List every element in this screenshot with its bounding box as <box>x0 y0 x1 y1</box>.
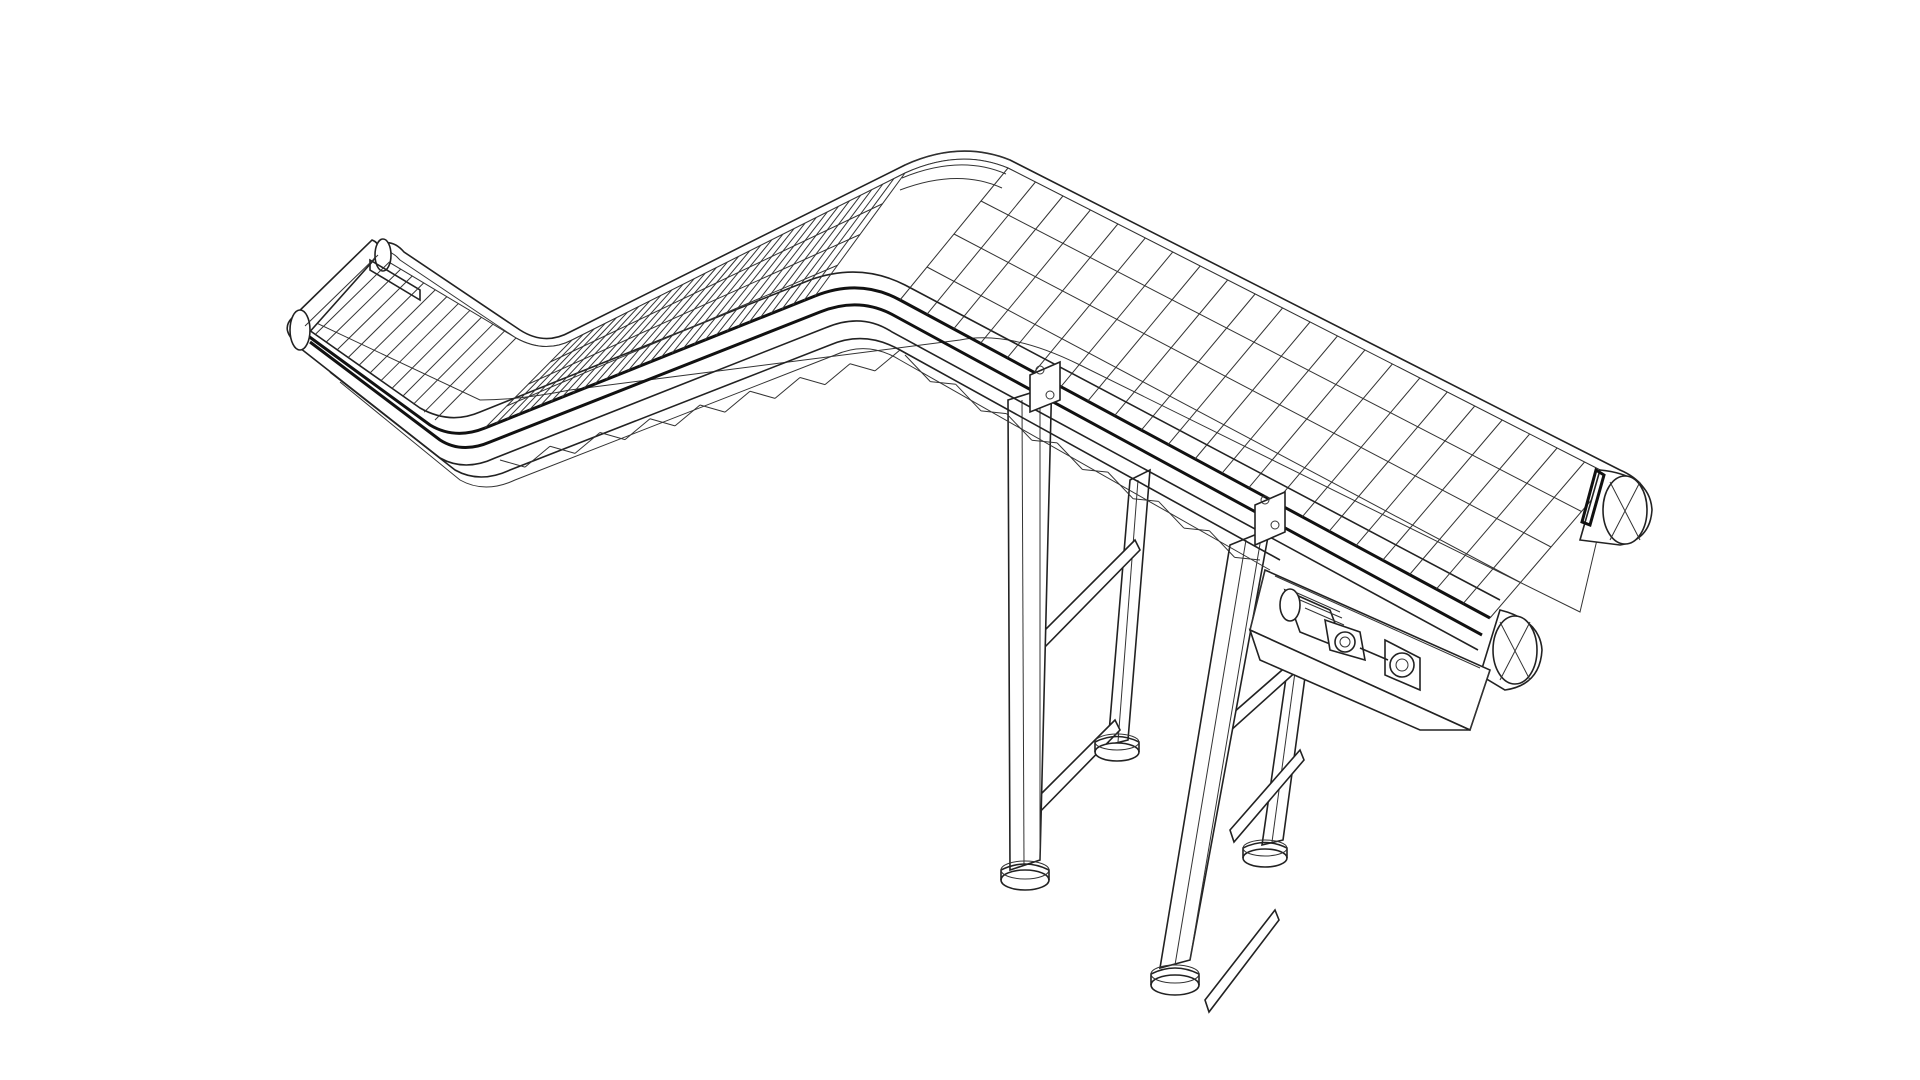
truss-member <box>1234 556 1261 561</box>
belt-lane-line <box>926 266 1521 583</box>
truss-member <box>749 390 776 399</box>
truss-member <box>674 404 701 427</box>
belt-lane-line <box>550 203 883 363</box>
belt-slat <box>434 337 517 421</box>
truss-member <box>1133 498 1159 502</box>
truss-member <box>549 445 576 454</box>
truss-member <box>930 381 956 385</box>
truss-member <box>1183 527 1210 532</box>
belt-lane-line <box>506 264 838 407</box>
belt-lane-line <box>528 234 861 385</box>
belt-slat <box>315 261 390 335</box>
bracket-front-2 <box>1254 490 1286 547</box>
foot-pad-1 <box>1000 860 1050 891</box>
truss-member <box>1208 530 1236 558</box>
truss-member <box>599 432 626 441</box>
truss-member <box>1082 469 1108 473</box>
truss-member <box>1056 442 1083 470</box>
truss-member <box>824 363 851 386</box>
belt-slat <box>304 254 379 327</box>
truss-member <box>904 354 931 382</box>
near-side-rail <box>291 271 1501 601</box>
belt-slat <box>402 316 482 397</box>
infeed-side-guard <box>369 258 421 302</box>
belt-lane-line <box>980 200 1582 512</box>
truss-member <box>499 459 526 468</box>
support-leg-rear-1 <box>1107 468 1151 747</box>
truss-member <box>1006 413 1033 441</box>
belt-slat <box>380 303 459 382</box>
incline-slats <box>484 172 906 429</box>
conveyor-body <box>286 150 1653 732</box>
top-section-slats <box>899 167 1613 619</box>
truss-member <box>955 383 982 412</box>
foot-pad-3 <box>1150 964 1200 996</box>
belt-slat <box>347 282 425 358</box>
belt-slat <box>369 296 448 374</box>
upper-bend <box>899 150 1011 191</box>
truss-member <box>981 410 1007 415</box>
gear-motor <box>1279 588 1421 692</box>
truss-member <box>649 418 676 427</box>
belt-surface <box>309 158 1613 613</box>
truss-member <box>724 390 751 413</box>
leg-brackets <box>1029 360 1286 547</box>
truss-member <box>1158 501 1185 529</box>
truss-member <box>624 418 651 441</box>
truss-member <box>574 432 601 454</box>
truss-member <box>699 404 726 413</box>
side-frame-truss <box>329 337 1281 571</box>
support-legs <box>1000 369 1311 1014</box>
truss-member <box>874 349 901 372</box>
foot-pads <box>1000 733 1288 996</box>
belt-slat <box>423 330 505 413</box>
belt-slat <box>391 309 471 390</box>
belt-slat <box>326 268 402 343</box>
support-leg-front-1 <box>1007 369 1053 872</box>
bracket-front-1 <box>1029 360 1061 414</box>
belt-slat <box>337 275 413 350</box>
support-leg-front-2 <box>1159 514 1273 970</box>
belt-lane-line <box>953 233 1552 548</box>
truss-member <box>799 377 826 386</box>
truss-member <box>849 363 876 372</box>
infeed-end-roll <box>286 238 392 351</box>
gearbox <box>1323 618 1421 692</box>
truss-lines <box>499 349 1261 561</box>
truss-member <box>1031 439 1058 444</box>
truss-member <box>524 445 551 468</box>
truss-member <box>774 377 801 399</box>
infeed-slats <box>304 254 517 421</box>
foot-pad-2 <box>1094 733 1140 762</box>
belt-slat <box>358 289 436 366</box>
belt-slat <box>412 323 494 405</box>
discharge-end-roll <box>1479 467 1653 691</box>
truss-member <box>1107 471 1134 500</box>
foot-pad-4 <box>1242 839 1288 868</box>
